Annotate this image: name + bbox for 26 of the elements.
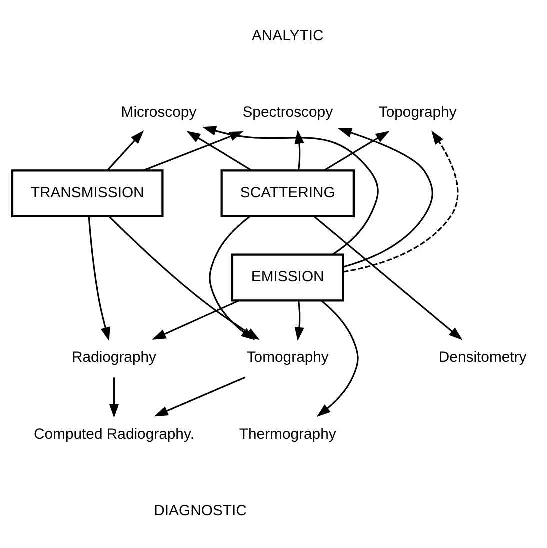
node-text: Microscopy bbox=[121, 105, 197, 122]
node-text: Spectroscopy bbox=[242, 105, 334, 122]
label: DIAGNOSTIC bbox=[154, 504, 247, 520]
arrow bbox=[338, 128, 434, 268]
node-text: Thermography bbox=[239, 426, 336, 443]
arrow bbox=[88, 216, 110, 342]
node-text: Topography bbox=[378, 105, 457, 122]
arrow bbox=[202, 126, 379, 256]
node-text: Tomography bbox=[246, 350, 329, 366]
node-text: Radiography bbox=[72, 350, 156, 366]
node-box: EMISSION bbox=[231, 254, 344, 302]
arrow bbox=[107, 130, 144, 172]
node-box: TRANSMISSION bbox=[11, 170, 164, 218]
arrow bbox=[109, 378, 120, 418]
node-box: SCATTERING bbox=[220, 170, 355, 218]
node-text: Densitometry bbox=[438, 350, 527, 366]
arrow bbox=[294, 300, 304, 342]
arrow bbox=[324, 131, 390, 172]
arrow bbox=[316, 300, 359, 418]
arrow bbox=[152, 300, 240, 340]
arrow bbox=[154, 376, 246, 417]
label: ANALYTIC bbox=[252, 28, 324, 44]
arrow bbox=[314, 216, 463, 340]
node-text: Computed Radiography. bbox=[34, 426, 194, 443]
arrow bbox=[343, 130, 459, 273]
arrow bbox=[209, 216, 256, 340]
